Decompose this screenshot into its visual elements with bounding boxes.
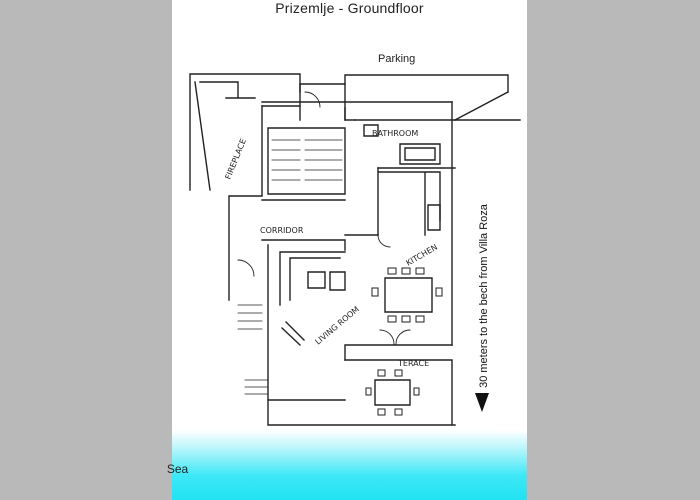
stove [427,204,441,231]
corridor-label: CORRIDOR [260,226,304,235]
sea-band [172,430,527,500]
living-room-label: LIVING ROOM [314,305,362,347]
stair-treads [271,139,343,181]
sea-label: Sea [166,462,189,476]
doors [237,91,411,345]
entry-wedge [194,81,256,191]
terrace-outline [267,359,456,426]
central-wall [299,83,346,121]
west-wall [228,105,263,301]
entry-steps [237,304,263,330]
bathroom-walls [354,101,456,346]
north-wall [261,101,453,107]
west-steps [244,379,269,395]
armchair [329,271,346,291]
kitchen-label: KITCHEN [405,243,440,268]
terace-label: TERACE [397,359,429,368]
floorplan-sheet: Prizemlje - Groundfloor [172,0,527,500]
fireplace-label: FIREPLACE [224,137,248,180]
corridor-walls [261,199,379,251]
basin [363,124,379,137]
stair-outline [267,127,346,195]
terrace-table [374,379,411,406]
page-title: Prizemlje - Groundfloor [275,0,424,16]
dining-chairs [371,267,443,323]
kitchen-counter [377,167,441,236]
dining-table [384,277,433,313]
terrace-chairs [365,369,420,416]
chaise [281,321,305,346]
parking-label: Parking [378,53,416,65]
bathtub [399,143,441,165]
coffee-table [307,271,326,289]
bathroom-label: BATHROOM [372,129,418,138]
living-walls [267,244,453,401]
sofa [279,251,346,306]
beach-arrow [475,393,489,412]
